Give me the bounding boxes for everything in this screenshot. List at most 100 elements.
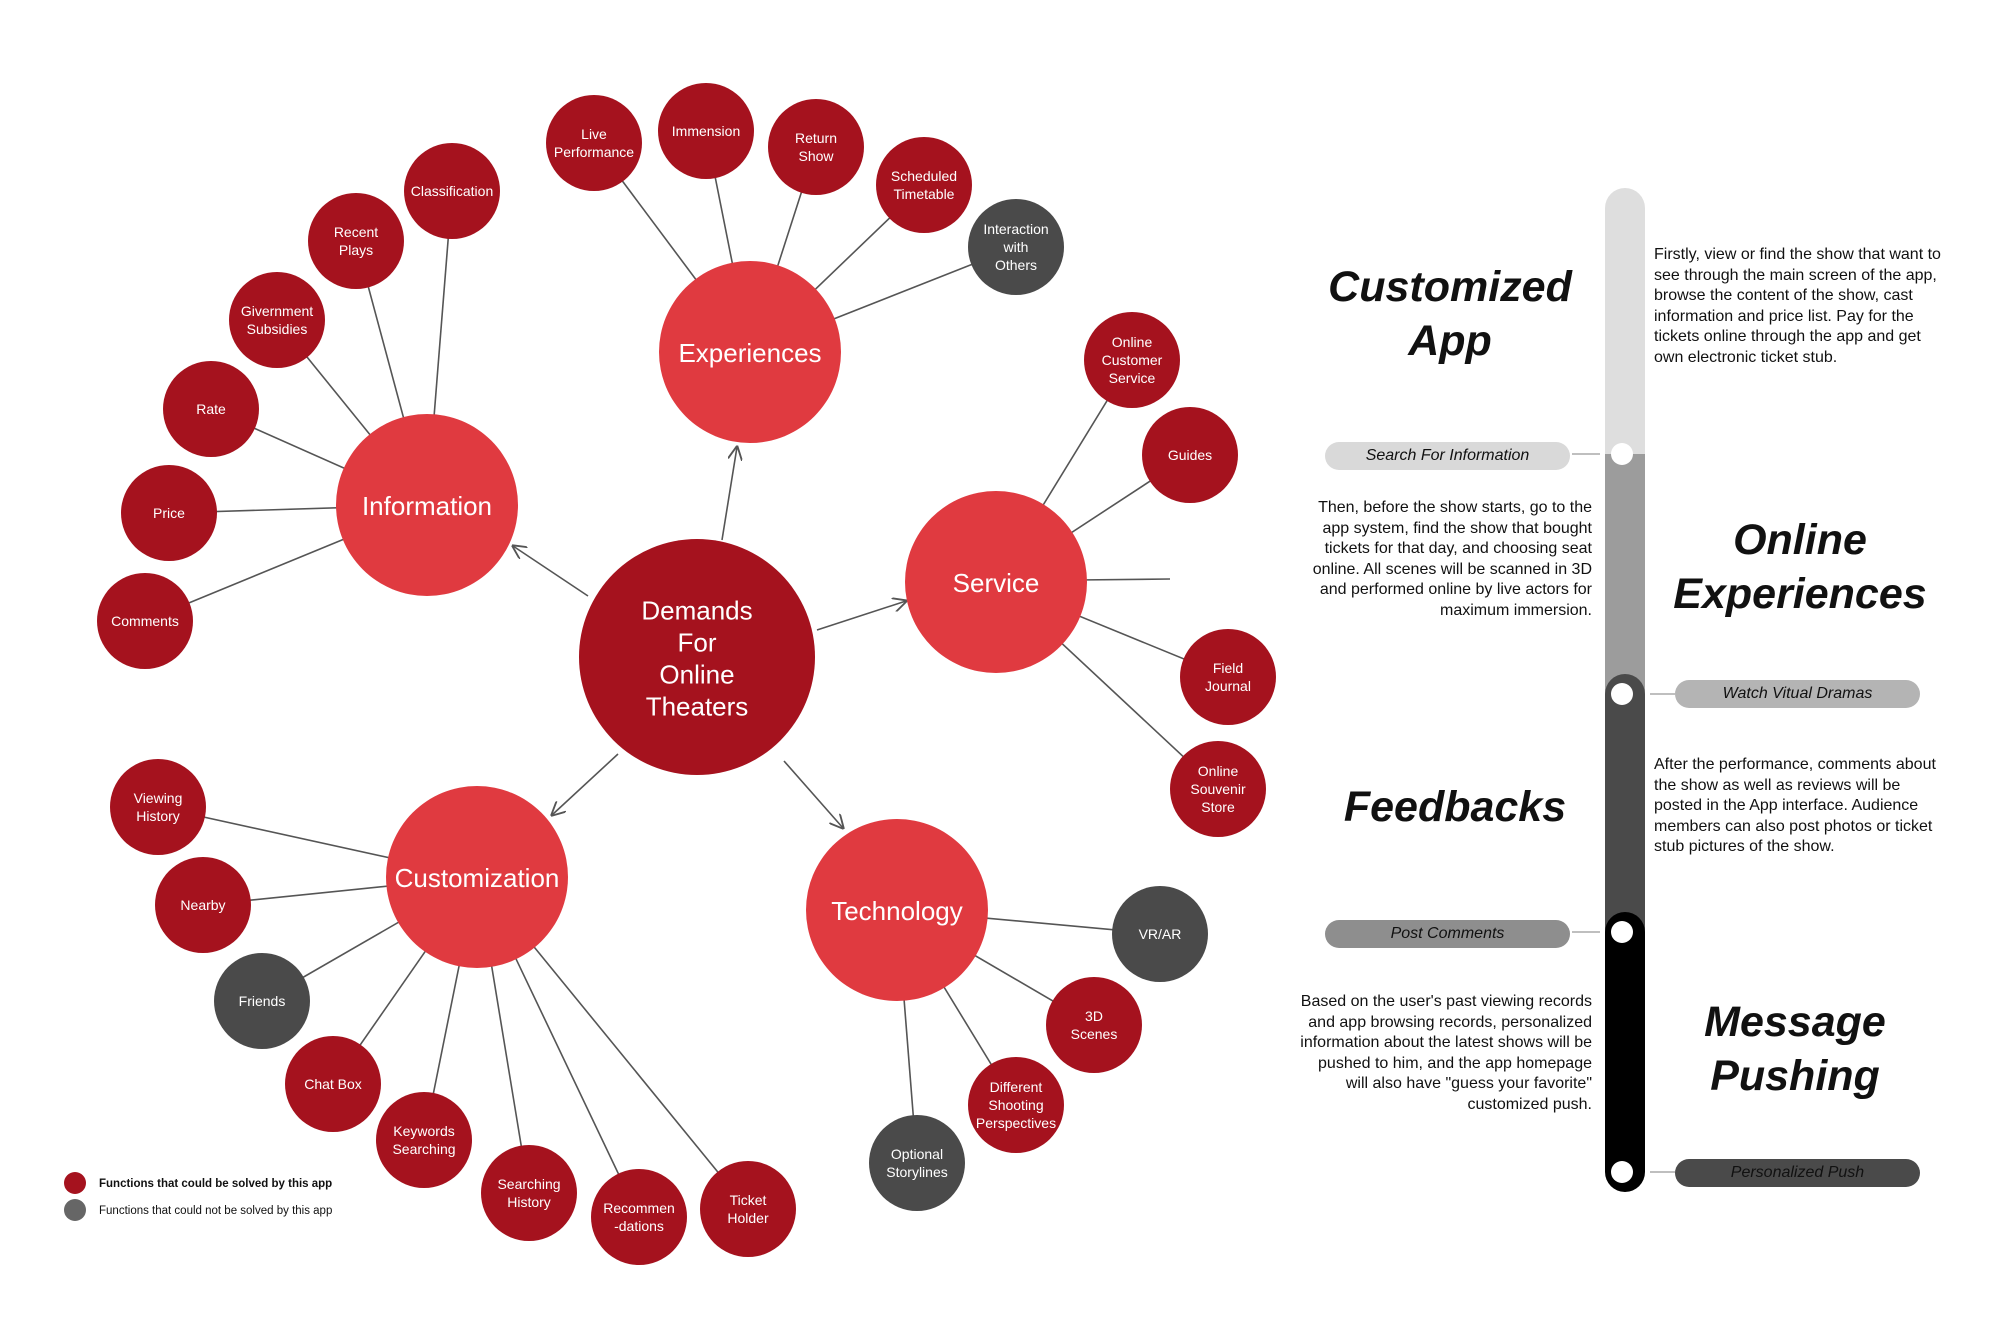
stage-title-line: Message [1704,998,1886,1046]
stage-title-line: Pushing [1710,1052,1880,1100]
hub-label-technology: Technology [831,896,963,926]
leaf-node-chat-box [285,1036,381,1132]
leaf-label-guides: Guides [1168,447,1212,463]
leaf-label-recommendations: Recommen-dations [603,1200,675,1234]
arrow-to-experiences [721,447,737,541]
connector-service-extra [1075,578,1171,581]
leaf-node-field-journal [1180,629,1276,725]
leaf-label-friends: Friends [239,993,286,1009]
stage-title-customized-app: Customized App [1300,260,1600,368]
leaf-node-immension [658,83,754,179]
leaf-node-friends [214,953,310,1049]
stage-title-online-experiences: Online Experiences [1650,513,1950,621]
hub-node-technology [806,819,988,1001]
legend-unsolvable-label: Functions that could not be solved by th… [99,1205,332,1217]
leaf-node-keywords-searching [376,1092,472,1188]
hub-label-information: Information [362,491,492,521]
leaf-label-vr-ar: VR/AR [1139,926,1182,942]
center-node [579,539,815,775]
pill-personalized-push: Personalized Push [1675,1159,1920,1187]
stage-description-feedbacks: After the performance, comments about th… [1654,756,1936,855]
leaf-node-optional-storylines [869,1115,965,1211]
leaf-node-government-subsidies [229,272,325,368]
leaf-node-3d-scenes [1046,977,1142,1073]
leaf-label-rate: Rate [196,401,226,417]
leaf-node-different-shooting-perspectives [968,1057,1064,1153]
arrow-to-technology [783,760,843,828]
stage-description-online-experiences: Then, before the show starts, go to the … [1312,499,1592,619]
leaf-node-recommendations [591,1169,687,1265]
leaf-node-price [121,465,217,561]
leaf-label-nearby: Nearby [180,897,225,913]
hub-label-service: Service [953,568,1040,598]
hub-label-experiences: Experiences [678,338,821,368]
leaf-node-searching-history [481,1145,577,1241]
arrow-to-customization [552,753,619,815]
leaf-node-scheduled-timetable [876,137,972,233]
leaf-node-ticket-holder [700,1161,796,1257]
legend-solvable-dot [64,1172,86,1194]
leaf-node-vr-ar [1112,886,1208,982]
arrow-to-information [513,546,589,597]
stage-description-message-pushing: Based on the user's past viewing records… [1300,993,1592,1113]
legend: Functions that could be solved by this a… [64,1172,332,1221]
leaf-node-classification [404,143,500,239]
leaf-label-price: Price [153,505,185,521]
hub-node-customization [386,786,568,968]
leaf-node-return-show [768,99,864,195]
stage-title-line: Online [1733,516,1867,564]
leaf-label-immension: Immension [672,123,740,139]
leaf-node-recent-plays [308,193,404,289]
pill-post-comments: Post Comments [1325,920,1570,948]
leaf-label-classification: Classification [411,183,493,199]
stage-title-feedbacks: Feedbacks [1305,780,1605,834]
leaf-node-online-customer-service [1084,312,1180,408]
legend-unsolvable-dot [64,1199,86,1221]
leaf-node-online-souvenir-store [1170,741,1266,837]
timeline-dot-4 [1611,1161,1633,1183]
leaf-label-chat-box: Chat Box [304,1076,362,1092]
hub-node-service [905,491,1087,673]
stage-title-line: Feedbacks [1343,783,1567,831]
leaf-label-comments: Comments [111,613,179,629]
pill-watch-virtual-dramas: Watch Vitual Dramas [1675,680,1920,708]
hub-node-experiences [659,261,841,443]
leaf-node-nearby [155,857,251,953]
arrow-to-service [816,601,906,631]
timeline-dot-2 [1611,683,1633,705]
leaf-node-interaction-with-others [968,199,1064,295]
leaf-node-viewing-history [110,759,206,855]
pill-search-for-information: Search For Information [1325,442,1570,470]
hub-label-customization: Customization [395,863,560,893]
hub-node-information [336,414,518,596]
timeline-dot-3 [1611,921,1633,943]
leaf-node-rate [163,361,259,457]
stage-title-line: Customized [1328,263,1572,311]
leaf-node-live-performance [546,95,642,191]
leaf-node-guides [1142,407,1238,503]
stage-description-customized-app: Firstly, view or find the show that want… [1654,246,1941,366]
legend-solvable-label: Functions that could be solved by this a… [99,1178,332,1190]
leaf-node-comments [97,573,193,669]
stage-title-line: App [1408,317,1492,365]
timeline-dot-1 [1611,443,1633,465]
stage-title-message-pushing: Message Pushing [1645,995,1945,1103]
